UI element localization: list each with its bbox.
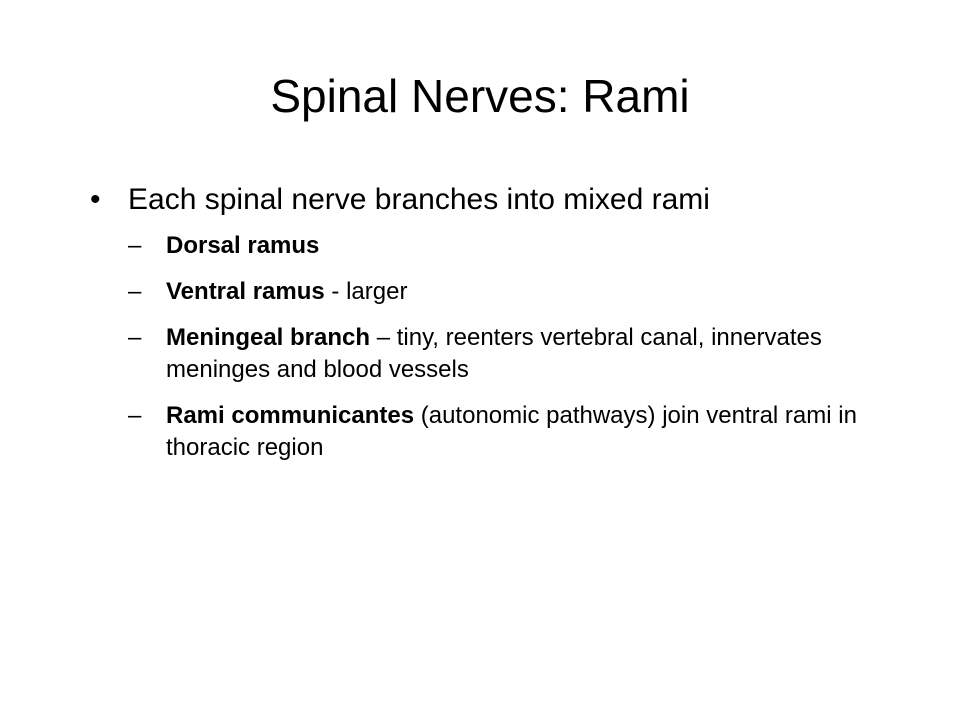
sub-item-term: Rami communicantes [166, 402, 415, 429]
sub-item-term: Meningeal branch [166, 324, 371, 351]
sub-item-meningeal-branch: – Meningeal branch – tiny, reenters vert… [128, 322, 926, 386]
sub-item-description: - larger [324, 278, 408, 305]
sub-item-term: Ventral ramus [166, 278, 325, 305]
sub-item-term: Dorsal ramus [166, 232, 320, 259]
bullet-text: Each spinal nerve branches into mixed ra… [128, 183, 710, 216]
sub-item-rami-communicantes: – Rami communicantes (autonomic pathways… [128, 400, 926, 464]
slide-content: • Each spinal nerve branches into mixed … [90, 180, 910, 478]
sub-item-dorsal-ramus: – Dorsal ramus [128, 230, 926, 262]
dash-marker: – [128, 402, 142, 429]
dash-marker: – [128, 324, 142, 351]
dash-marker: – [128, 278, 142, 305]
sub-item-description: – tiny, reenters vertebral canal, innerv… [166, 324, 822, 383]
slide-title: Spinal Nerves: Rami [270, 70, 690, 122]
sub-item-description: (autonomic pathways) join ventral rami i… [166, 402, 857, 461]
bullet-item: • Each spinal nerve branches into mixed … [90, 180, 910, 220]
dash-marker: – [128, 232, 142, 259]
sub-item-ventral-ramus: – Ventral ramus - larger [128, 276, 926, 308]
bullet-marker: • [90, 183, 101, 216]
